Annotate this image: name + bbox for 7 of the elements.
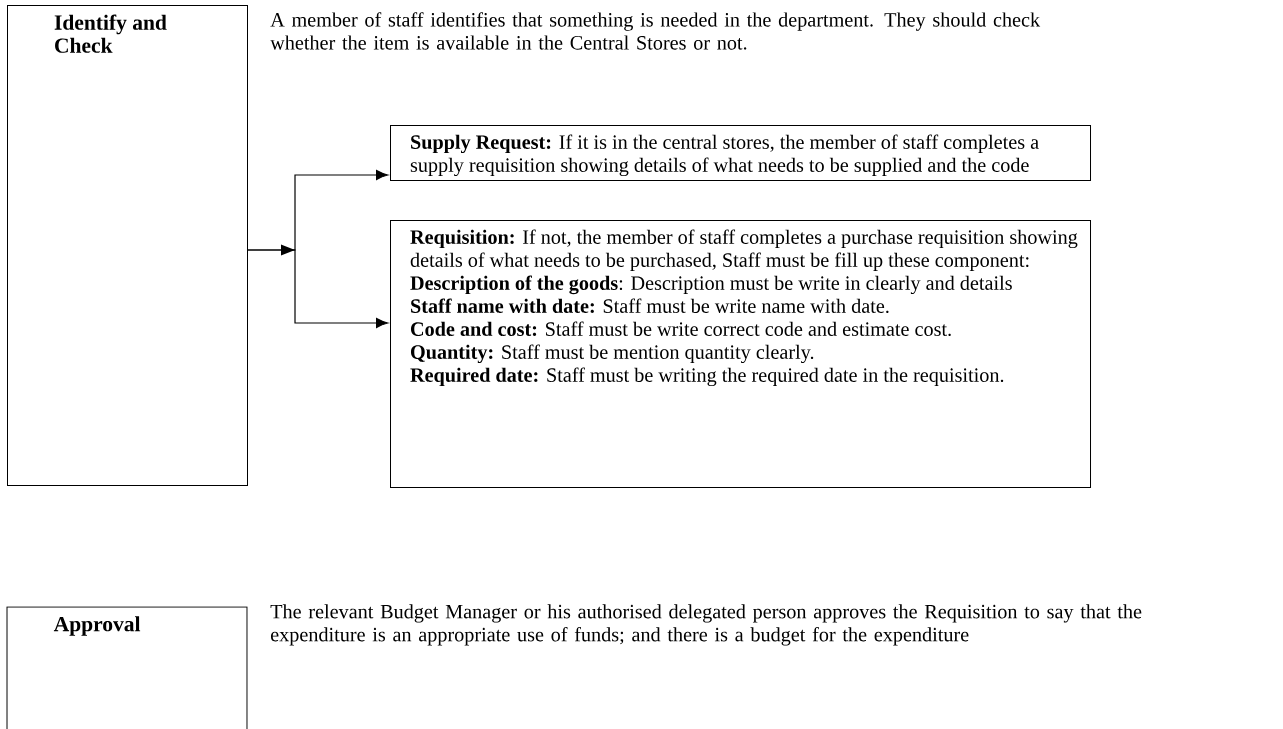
description-text: The relevant Budget Manager or his authorised delegated person approves the Requisition to say that the expenditure is an appropriate use of funds; and there is a budget for the expenditure [270, 604, 1142, 646]
arrow [247, 249, 389, 329]
step-box: Identify and Check [7, 5, 248, 486]
process-box: Supply Request: If it is in the central stores, the member of staff completes a supply requisition showing details of what needs to be supplied and the code [390, 125, 1091, 181]
process-box: Requisition: If not, the member of staff completes a purchase requisition showing details of what needs to be purchased, Staff must be fill up these component: Description of the goods: Description must be write in clearly and details Staff name with date: Staff must be write name with date. Code and cost: Staff must be write correct code and estimate cost. Quantity: Staff must be mention quantity clearly. Required date: Staff must be writing the required date in the requisition. [390, 220, 1091, 488]
description-text: A member of staff identifies that something is needed in the department. They should check whether the item is available in the Central Stores or not. [270, 12, 1041, 50]
step-box: Approval [6, 606, 248, 729]
